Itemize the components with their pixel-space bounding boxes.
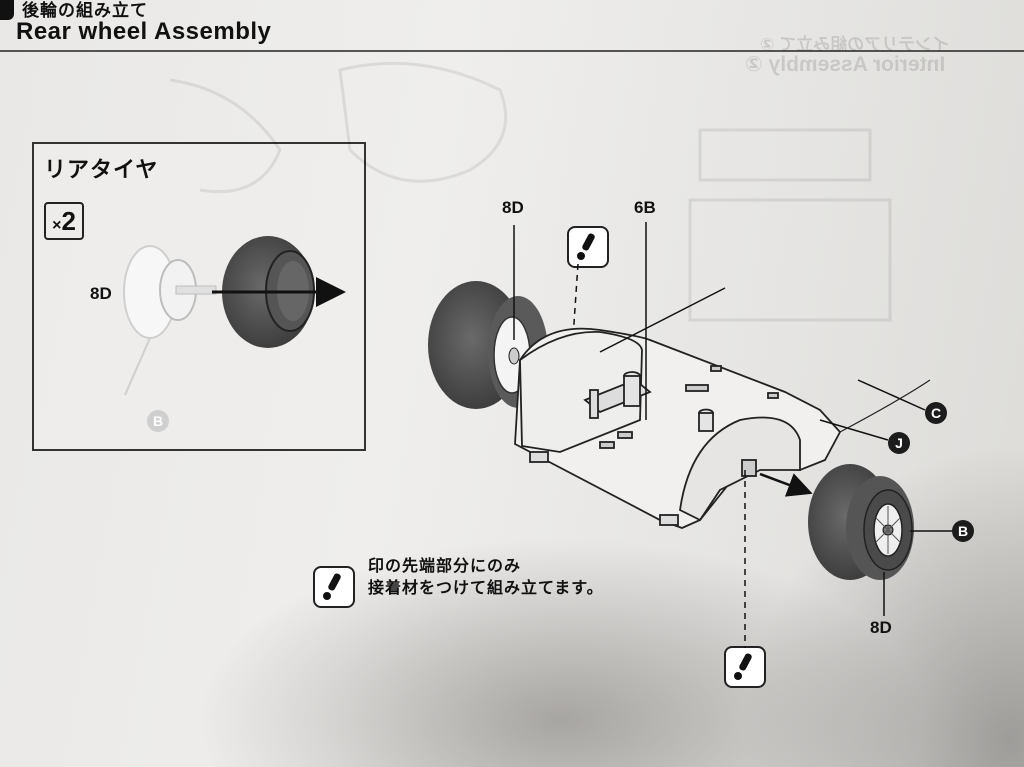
- step-number-badge: [0, 0, 14, 20]
- quantity-value: 2: [61, 206, 76, 236]
- inset-part-label: 8D: [90, 284, 112, 303]
- inset-title: リアタイヤ: [44, 157, 159, 182]
- header-divider: [0, 50, 1024, 52]
- marker-c: C: [925, 402, 947, 424]
- glue-guide-left: [569, 263, 579, 383]
- glue-caution-icon: [313, 566, 355, 608]
- quantity-badge: ×2: [44, 202, 84, 240]
- label-8d-left: 8D: [502, 198, 524, 217]
- glue-note: 印の先端部分にのみ 接着材をつけて組み立てます。: [368, 556, 604, 600]
- section-title-en: Rear wheel Assembly: [16, 18, 272, 45]
- tire-icon: [808, 464, 914, 580]
- glue-note-line1: 印の先端部分にのみ: [368, 558, 522, 575]
- bleedthrough-artwork: [169, 61, 892, 322]
- body-edge: [839, 379, 931, 433]
- wheel-hub-icon: [123, 245, 217, 396]
- glue-note-line2: 接着材をつけて組み立てます。: [368, 580, 604, 597]
- arrow-icon: [759, 472, 813, 497]
- label-6b: 6B: [634, 198, 656, 217]
- label-8d-right: 8D: [870, 618, 892, 637]
- glue-caution-icon: [567, 226, 609, 268]
- marker-j: J: [888, 432, 910, 454]
- section-title-jp: 後輪の組み立て: [22, 1, 148, 20]
- quantity-symbol: ×: [52, 217, 62, 234]
- chassis: [514, 327, 842, 529]
- inset-marker-b: B: [147, 410, 169, 432]
- leader-j: [819, 419, 889, 441]
- leader-c: [857, 379, 926, 411]
- leader-body: [599, 287, 726, 353]
- marker-b: B: [952, 520, 974, 542]
